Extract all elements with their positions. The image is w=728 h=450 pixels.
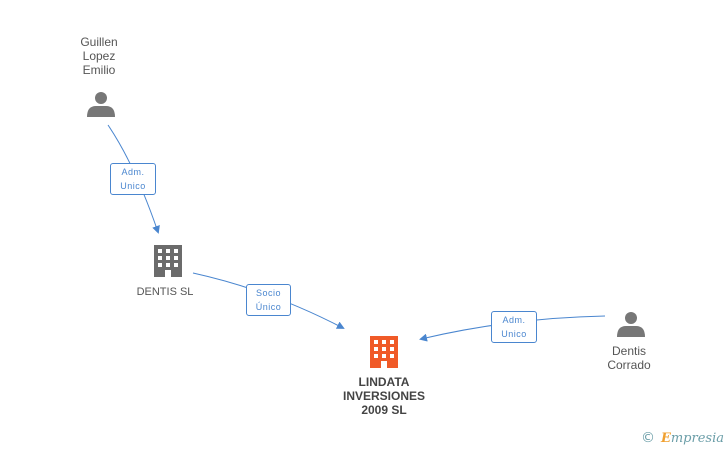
- empresia-watermark: © Empresia: [641, 430, 724, 446]
- brand-initial: E: [660, 431, 671, 446]
- node-label-lindata-inversiones[interactable]: LINDATA INVERSIONES 2009 SL: [334, 375, 434, 417]
- edge-label-adm-unico[interactable]: Adm. Unico: [491, 311, 537, 343]
- label-line: DENTIS SL: [136, 286, 194, 298]
- copyright-symbol: ©: [640, 430, 655, 446]
- person-icon[interactable]: [617, 312, 645, 337]
- label-line: Corrado: [607, 358, 651, 372]
- edge-label-adm-unico[interactable]: Adm. Unico: [110, 163, 156, 195]
- label-line: Lopez: [82, 49, 116, 63]
- edge-label-line: Socio: [255, 288, 281, 298]
- edge-label-line: Unico: [120, 181, 146, 191]
- brand-name: mpresia: [670, 431, 724, 446]
- edge-label-line: Único: [255, 302, 282, 312]
- node-label-dentis-corrado[interactable]: Dentis Corrado: [598, 344, 660, 372]
- label-line: 2009 SL: [361, 403, 407, 417]
- label-line: INVERSIONES: [342, 389, 426, 403]
- edge-label-line: Adm.: [121, 167, 145, 177]
- edge-label-line: Unico: [501, 329, 527, 339]
- label-line: LINDATA: [358, 375, 410, 389]
- label-line: Emilio: [82, 63, 116, 77]
- edge-label-socio-unico[interactable]: Socio Único: [246, 284, 291, 316]
- node-label-guillen-lopez-emilio[interactable]: Guillen Lopez Emilio: [66, 35, 132, 77]
- edge-label-line: Adm.: [502, 315, 526, 325]
- node-label-dentis-sl[interactable]: DENTIS SL: [128, 285, 202, 299]
- label-line: Dentis: [611, 344, 646, 358]
- main-company-building-icon[interactable]: [370, 336, 398, 368]
- label-line: Guillen: [80, 35, 118, 49]
- building-icon[interactable]: [154, 245, 182, 277]
- person-icon[interactable]: [87, 92, 115, 117]
